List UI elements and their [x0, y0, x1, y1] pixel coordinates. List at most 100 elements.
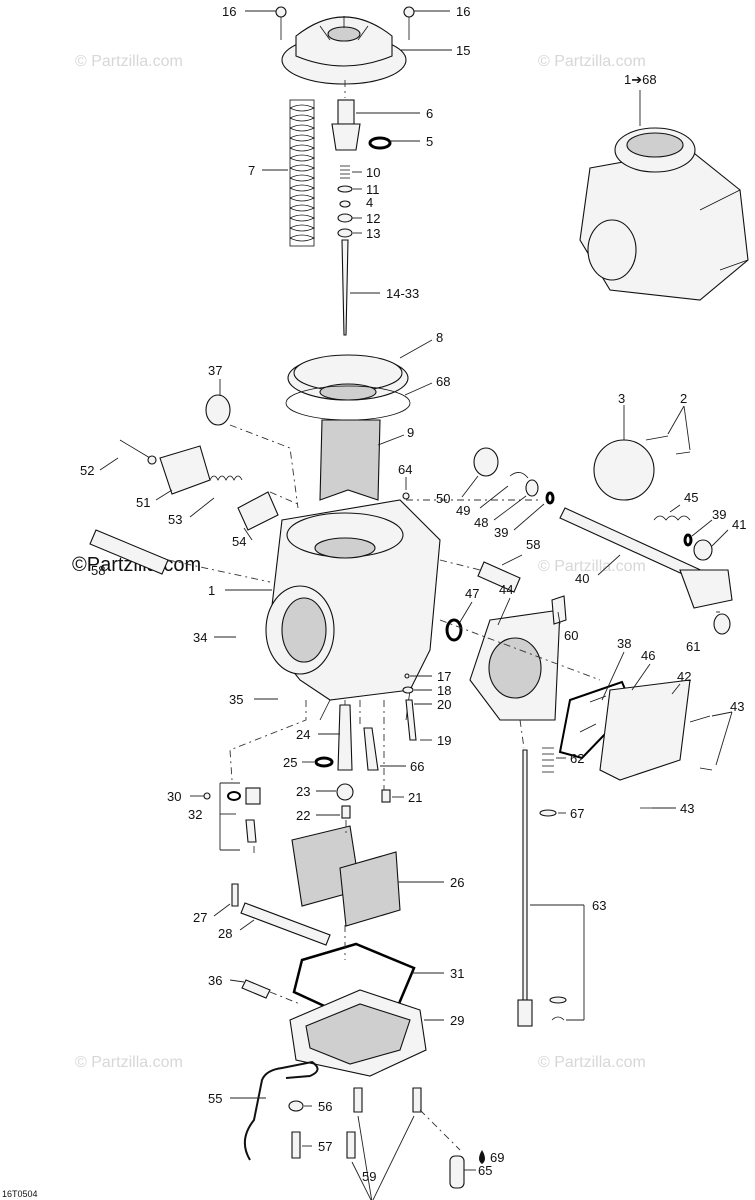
part-plate-42	[599, 679, 691, 781]
part-screws-2	[645, 435, 691, 455]
callout-16a: 16	[222, 4, 236, 19]
watermark-bottom-right: © Partzilla.com	[538, 1054, 646, 1071]
part-screw-64	[402, 492, 410, 500]
callout-25: 25	[283, 755, 297, 770]
part-21	[381, 789, 391, 803]
callout-69: 69	[490, 1150, 504, 1165]
part-washer-41	[693, 539, 713, 561]
callout-3: 3	[618, 391, 625, 406]
part-22	[341, 805, 351, 819]
callout-50: 50	[436, 491, 450, 506]
callout-38: 38	[617, 636, 631, 651]
part-o-ring-47	[445, 618, 463, 642]
part-screw-59b	[353, 1087, 363, 1113]
callout-29: 29	[450, 1013, 464, 1028]
callout-30: 30	[167, 789, 181, 804]
callout-12: 12	[366, 211, 380, 226]
callout-56: 56	[318, 1099, 332, 1114]
callout-62: 62	[570, 751, 584, 766]
callout-1: 1	[208, 583, 215, 598]
callout-40: 40	[575, 571, 589, 586]
part-spring-45	[653, 515, 691, 521]
callout-64: 64	[398, 462, 412, 477]
callout-53: 53	[168, 512, 182, 527]
callout-44: 44	[499, 582, 513, 597]
part-spring-7	[289, 99, 315, 247]
watermark-mid-right: © Partzilla.com	[538, 558, 646, 575]
callout-57: 57	[318, 1139, 332, 1154]
part-32-needle	[245, 819, 257, 843]
callout-28: 28	[218, 926, 232, 941]
part-screws-38	[579, 695, 607, 733]
part-tube-58	[89, 529, 169, 575]
callout-36: 36	[208, 973, 222, 988]
callout-22: 22	[296, 808, 310, 823]
part-cover-inner-44	[488, 637, 542, 699]
part-plug-37	[205, 394, 231, 426]
callout-43a: 43	[730, 699, 744, 714]
callout-26: 26	[450, 875, 464, 890]
watermarks: © Partzilla.com © Partzilla.com © Partzi…	[72, 53, 646, 1071]
callout-59: 59	[362, 1169, 376, 1184]
part-spring-10	[340, 165, 350, 179]
callout-14-33: 14-33	[386, 286, 419, 301]
part-cap-61	[713, 613, 731, 635]
callout-58a: 58	[91, 563, 105, 578]
callout-35: 35	[229, 692, 243, 707]
callout-39a: 39	[494, 525, 508, 540]
callout-52: 52	[80, 463, 94, 478]
part-17	[404, 673, 410, 679]
callout-18: 18	[437, 683, 451, 698]
callout-16b: 16	[456, 4, 470, 19]
callout-61: 61	[686, 639, 700, 654]
callout-58b: 58	[526, 537, 540, 552]
part-cable-63	[522, 749, 528, 1021]
part-float-26	[291, 825, 401, 927]
callout-37: 37	[208, 363, 222, 378]
callout-60: 60	[564, 628, 578, 643]
part-clip-49	[509, 472, 529, 479]
callout-27: 27	[193, 910, 207, 925]
part-screw-36	[241, 979, 271, 999]
callout-21: 21	[408, 790, 422, 805]
diagram-code: 16T0504	[2, 1189, 38, 1199]
watermark-dark: ©Partzilla.com	[72, 554, 201, 576]
part-32-seat	[245, 787, 261, 805]
part-o-ring-5	[368, 136, 392, 150]
callout-17: 17	[437, 669, 451, 684]
callout-23: 23	[296, 784, 310, 799]
part-o-ring-25	[314, 756, 334, 768]
part-top-cover	[281, 16, 407, 85]
part-32-ring	[227, 791, 241, 801]
callout-45: 45	[684, 490, 698, 505]
part-screws-43	[640, 715, 713, 809]
part-18	[402, 686, 414, 694]
leader-lines	[99, 10, 733, 1200]
part-washer-48	[525, 479, 539, 497]
part-screw-59c	[412, 1087, 422, 1113]
part-tube-58b	[477, 561, 521, 593]
callout-41: 41	[732, 517, 746, 532]
callout-48: 48	[474, 515, 488, 530]
part-slide-9	[319, 419, 381, 501]
callout-9: 9	[407, 425, 414, 440]
assembly-lines	[167, 80, 601, 1151]
part-choke-group	[119, 439, 279, 531]
part-washer-11	[337, 185, 353, 193]
callout-43b: 43	[680, 801, 694, 816]
watermark-top-right: © Partzilla.com	[538, 53, 646, 70]
part-23	[336, 783, 354, 801]
part-screw-57	[291, 1131, 301, 1159]
part-washer-63a	[549, 996, 567, 1004]
callout-5: 5	[426, 134, 433, 149]
part-carb-body-1	[265, 499, 441, 721]
callout-55: 55	[208, 1091, 222, 1106]
part-pin-28	[240, 902, 331, 946]
callout-54: 54	[232, 534, 246, 549]
callout-32: 32	[188, 807, 202, 822]
part-diaphragm-8	[285, 354, 411, 421]
part-drawings	[89, 6, 749, 1189]
part-washer-13	[337, 228, 353, 238]
callout-20: 20	[437, 697, 451, 712]
